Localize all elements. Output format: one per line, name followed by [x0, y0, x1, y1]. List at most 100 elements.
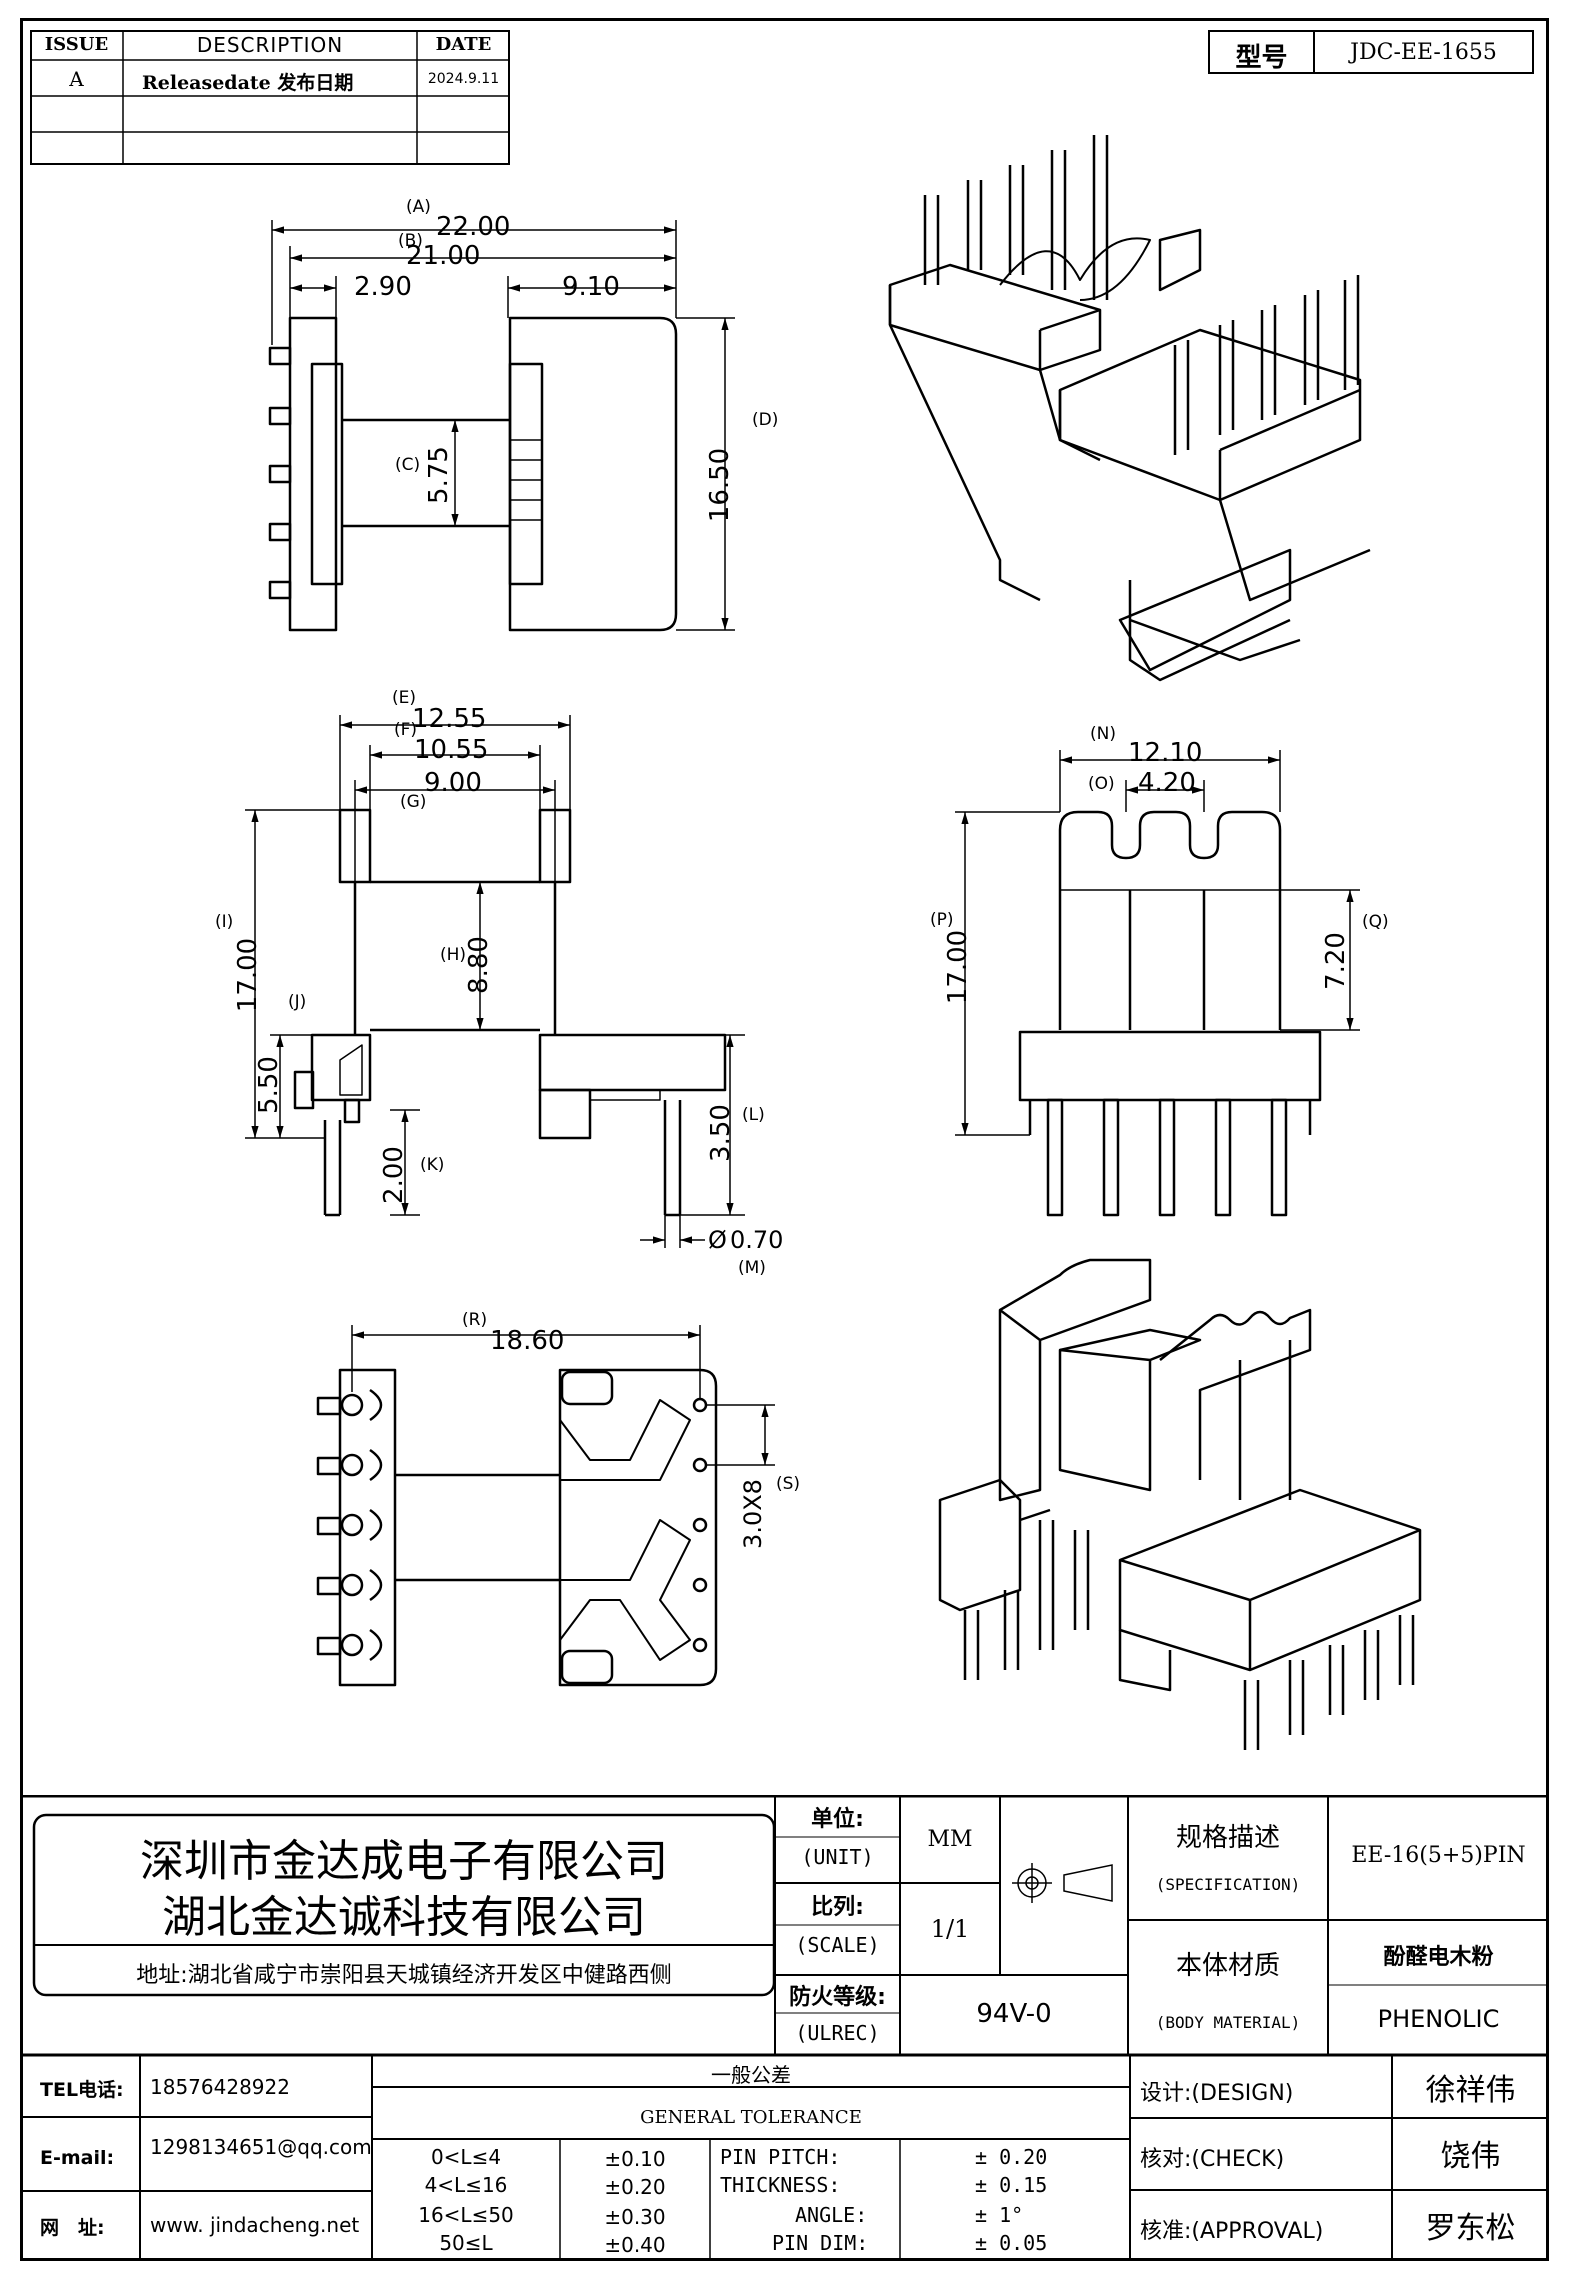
dim-label-o: (O) [1088, 774, 1115, 794]
material-label-en: (BODY MATERIAL) [1155, 2013, 1301, 2032]
dim-label-d: (D) [752, 410, 779, 430]
dim-prefix-m: Ø [708, 1226, 727, 1254]
dim-value-o: 4.20 [1138, 768, 1196, 798]
tolerance-spec-3: ± 1° [975, 2203, 1024, 2227]
tolerance-value-1: ±0.10 [604, 2147, 666, 2171]
dim-value-h: 8.80 [463, 936, 494, 994]
revision-issue: A [69, 67, 84, 91]
dim-value-c: 5.75 [423, 446, 454, 504]
dim-label-m: (M) [738, 1258, 766, 1278]
dim-value-p: 17.00 [943, 929, 974, 1005]
drawing-frame [20, 18, 1549, 2261]
company-name-1: 深圳市金达成电子有限公司 [140, 1836, 668, 1887]
dim-label-f: (F) [394, 720, 418, 740]
email-value: 1298134651@qq.com [150, 2135, 372, 2159]
dim-value-n: 12.10 [1128, 738, 1203, 768]
tolerance-title-cn: 一般公差 [711, 2063, 791, 2087]
revision-description: Releasedate 发布日期 [142, 72, 354, 94]
bottom-view [316, 1325, 775, 1687]
check-signature: 饶伟 [1440, 2139, 1501, 2174]
dim-value-2-90: 2.90 [354, 272, 412, 302]
spec-label-cn: 规格描述 [1175, 1823, 1280, 1853]
tolerance-spec-4: ± 0.05 [975, 2231, 1048, 2255]
dim-value-a: 22.00 [436, 212, 511, 242]
tel-value: 18576428922 [150, 2075, 290, 2099]
company-address: 地址:湖北省咸宁市崇阳县天城镇经济开发区中健路西侧 [136, 1963, 672, 1988]
revision-table-grid [30, 30, 510, 165]
dim-value-k: 2.00 [378, 1146, 409, 1204]
material-label-cn: 本体材质 [1175, 1951, 1280, 1981]
web-label: 网 址: [40, 2217, 105, 2239]
dim-value-d: 16.50 [705, 447, 736, 523]
email-label: E-mail: [40, 2147, 115, 2169]
tolerance-title-en: GENERAL TOLERANCE [640, 2107, 862, 2128]
projection-symbol-icon [1012, 1863, 1113, 1903]
approval-label: 核准:(APPROVAL) [1140, 2219, 1324, 2244]
tolerance-spec-1: ± 0.20 [975, 2145, 1048, 2169]
web-value: www. jindacheng.net [150, 2213, 360, 2237]
scale-label-cn: 比列: [811, 1895, 864, 1920]
fire-value: 94V-0 [976, 1999, 1052, 2029]
dim-label-c: (C) [395, 455, 421, 475]
unit-label-cn: 单位: [811, 1807, 864, 1832]
dim-label-b: (B) [398, 231, 423, 251]
tolerance-item-3: ANGLE: [795, 2203, 868, 2227]
date-header: DATE [435, 34, 492, 55]
dim-value-9-10: 9.10 [562, 272, 620, 302]
spec-value: EE-16(5+5)PIN [1351, 1843, 1526, 1868]
tolerance-value-4: ±0.40 [604, 2233, 666, 2257]
tolerance-item-2: THICKNESS: [720, 2173, 841, 2197]
dim-label-e: (E) [392, 688, 417, 708]
dim-value-e: 12.55 [412, 704, 487, 734]
tolerance-range-1: 0<L≤4 [430, 2145, 502, 2169]
unit-label-en: (UNIT) [801, 1845, 874, 1869]
tolerance-range-3: 16<L≤50 [418, 2203, 514, 2227]
tolerance-value-3: ±0.30 [604, 2205, 666, 2229]
unit-value: MM [927, 1827, 973, 1852]
tolerance-item-1: PIN PITCH: [720, 2145, 841, 2169]
company-name-2: 湖北金达诚科技有限公司 [162, 1892, 646, 1943]
tolerance-range-4: 50≤L [439, 2231, 493, 2255]
material-value-cn: 酚醛电木粉 [1383, 1945, 1494, 1970]
dim-label-k: (K) [420, 1155, 445, 1175]
dim-label-l: (L) [742, 1105, 765, 1125]
issue-header: ISSUE [44, 34, 109, 55]
dim-label-r: (R) [462, 1310, 488, 1330]
revision-table: ISSUE DESCRIPTION DATE A Releasedate 发布日… [30, 30, 510, 165]
title-block: 深圳市金达成电子有限公司 湖北金达诚科技有限公司 地址:湖北省咸宁市崇阳县天城镇… [20, 1795, 1549, 2261]
dim-label-n: (N) [1090, 724, 1116, 744]
dim-label-p: (P) [930, 910, 954, 930]
dim-value-b: 21.00 [406, 241, 481, 271]
dim-label-g: (G) [400, 792, 427, 812]
design-label: 设计:(DESIGN) [1140, 2081, 1294, 2106]
tolerance-item-4: PIN DIM: [772, 2231, 869, 2255]
material-value-en: PHENOLIC [1377, 2005, 1500, 2033]
tolerance-value-2: ±0.20 [604, 2175, 666, 2199]
fire-label-en: (ULREC) [795, 2021, 880, 2045]
dim-value-j: 5.50 [253, 1056, 284, 1114]
tel-label: TEL电话: [40, 2079, 124, 2101]
scale-value: 1/1 [930, 1915, 970, 1943]
tolerance-spec-2: ± 0.15 [975, 2173, 1048, 2197]
dim-value-s: 3.0X8 [738, 1479, 767, 1549]
check-label: 核对:(CHECK) [1140, 2147, 1285, 2172]
dim-value-f: 10.55 [414, 735, 489, 765]
scale-label-en: (SCALE) [795, 1933, 880, 1957]
approval-signature: 罗东松 [1425, 2211, 1516, 2246]
model-label: 型号 [1235, 43, 1288, 73]
dim-value-r: 18.60 [490, 1326, 565, 1356]
dim-label-i: (I) [215, 912, 234, 932]
spec-label-en: (SPECIFICATION) [1155, 1875, 1301, 1894]
design-signature: 徐祥伟 [1425, 2073, 1516, 2108]
isometric-view-bottom [938, 1258, 1422, 1750]
model-box: 型号 JDC-EE-1655 [1208, 30, 1534, 74]
dim-label-s: (S) [776, 1474, 801, 1494]
technical-drawing [245, 135, 1422, 1750]
top-view [268, 220, 735, 632]
front-view [245, 715, 745, 1248]
dim-label-j: (J) [288, 992, 307, 1012]
tolerance-range-2: 4<L≤16 [424, 2173, 508, 2197]
dim-label-q: (Q) [1362, 912, 1389, 932]
side-view [955, 750, 1360, 1217]
dim-label-a: (A) [406, 197, 431, 217]
